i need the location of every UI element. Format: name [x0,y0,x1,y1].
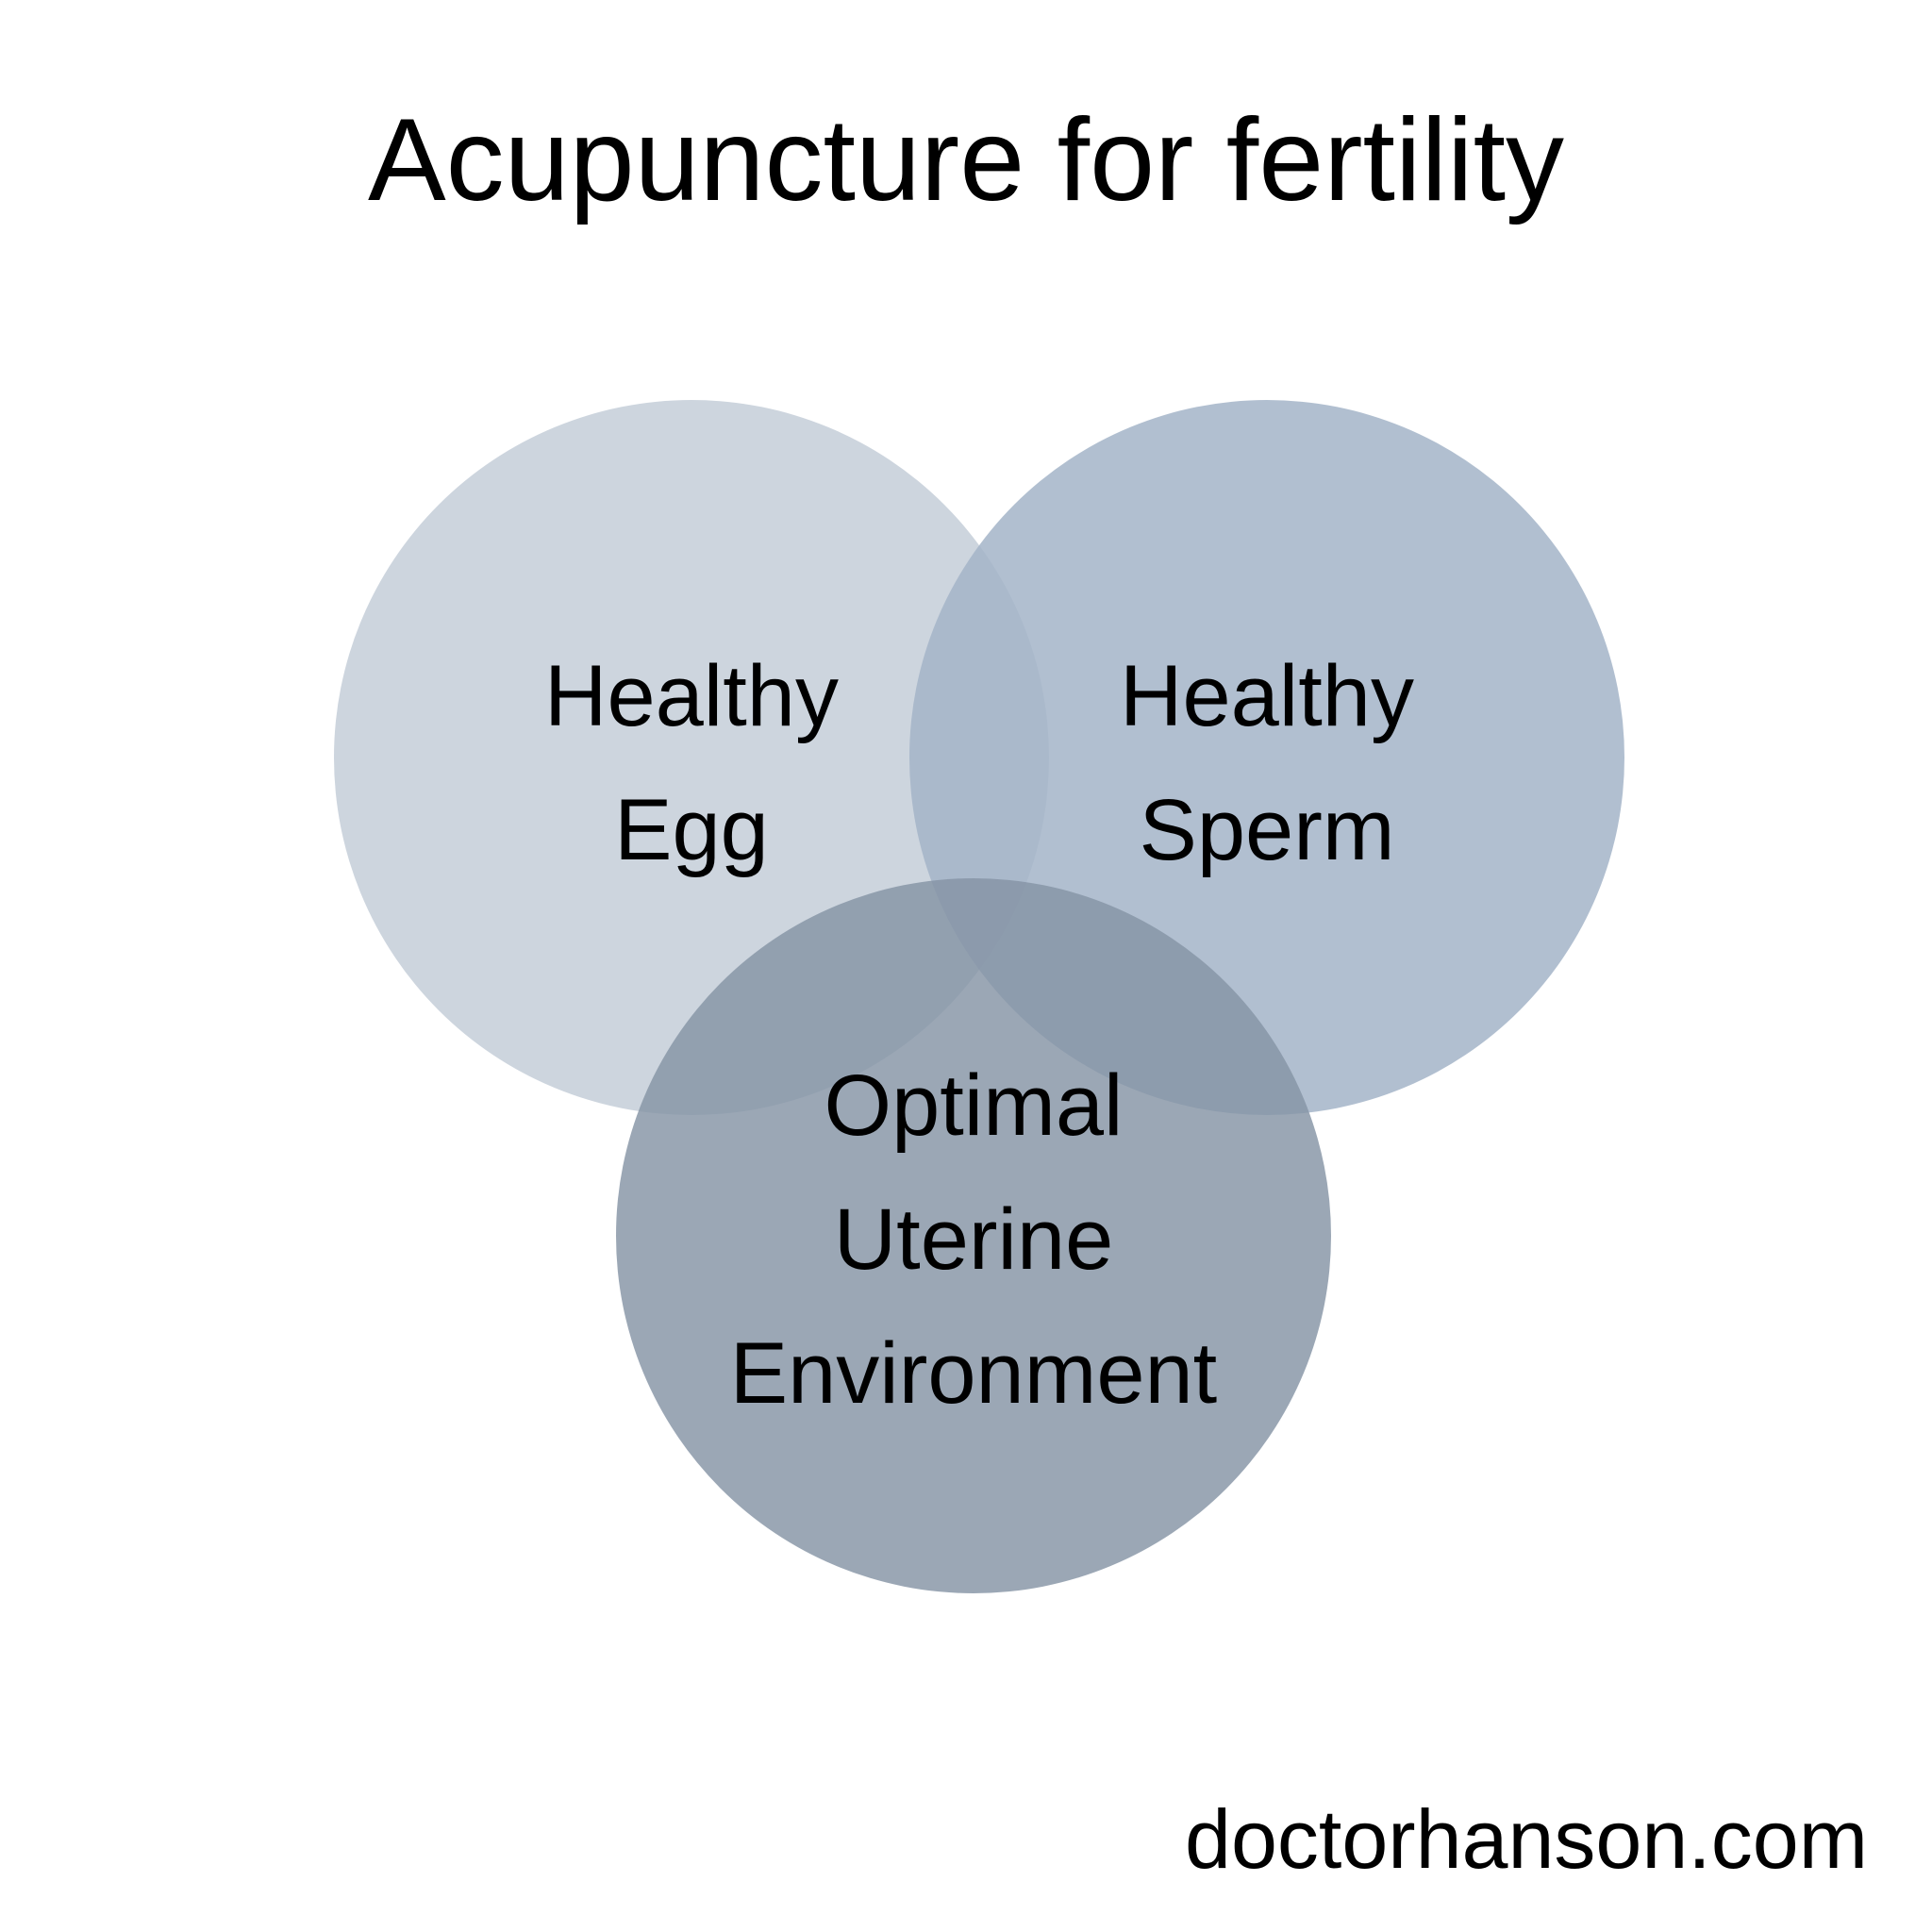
page-title: Acupuncture for fertility [367,95,1565,225]
label-uterine-environment: Optimal Uterine Environment [729,1058,1218,1422]
website-footer: doctorhanson.com [1185,1792,1868,1886]
circle-uterine-environment [616,878,1331,1593]
label-healthy-egg: Healthy Egg [544,648,839,878]
label-healthy-sperm: Healthy Sperm [1120,648,1414,878]
